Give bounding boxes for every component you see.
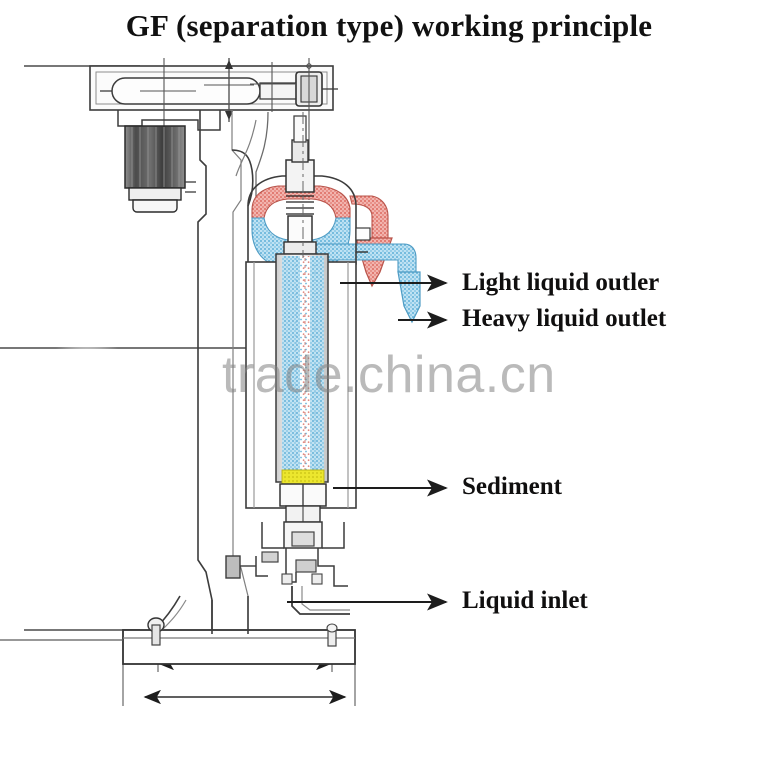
callout-sediment: Sediment — [462, 473, 562, 500]
callout-light-liquid-outler: Light liquid outler — [462, 269, 660, 296]
motor-housing — [89, 58, 338, 205]
callout-heavy-liquid-outlet: Heavy liquid outlet — [462, 305, 667, 332]
frame-column — [197, 110, 249, 634]
page-title: GF (separation type) working principle — [125, 8, 653, 43]
base-plate — [0, 595, 356, 665]
callout-liquid-inlet: Liquid inlet — [462, 587, 588, 614]
frame-shoulder — [231, 111, 269, 210]
sediment-band — [281, 469, 325, 485]
bowl — [245, 112, 357, 523]
motor-body — [124, 125, 196, 213]
callout-leaders — [287, 274, 448, 611]
inlet-assembly — [225, 521, 350, 615]
